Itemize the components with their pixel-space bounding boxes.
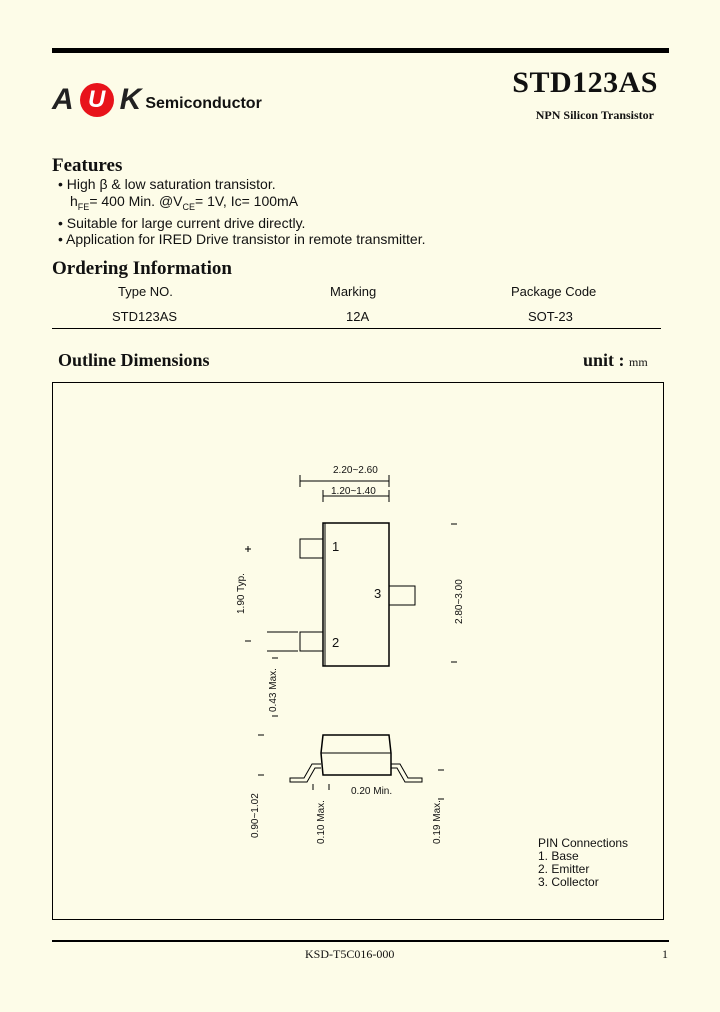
lead-side-left — [289, 763, 321, 783]
dim-width-body: 1.20~1.40 — [331, 486, 376, 497]
dim-height-total: 2.80~3.00 — [454, 579, 465, 624]
dim-thickness: 0.90~1.02 — [250, 793, 261, 838]
pin-base: 1. Base — [538, 849, 579, 863]
ordering-rule — [52, 328, 661, 329]
cell-package: SOT-23 — [528, 309, 573, 324]
page-number: 1 — [662, 947, 668, 961]
lead-side-right — [391, 763, 423, 783]
col-header-type: Type NO. — [118, 284, 173, 299]
document-number: KSD-T5C016-000 — [305, 947, 395, 961]
feature-hfe-line: hFE= 400 Min. @VCE= 1V, Ic= 100mA — [70, 192, 299, 212]
logo-letter-k: K — [119, 83, 142, 116]
pin-number-1: 1 — [332, 539, 339, 554]
logo-letter-a: A — [52, 83, 74, 116]
feature-item: • Application for IRED Drive transistor … — [58, 231, 426, 248]
dim-standoff: 0.10 Max. — [316, 800, 327, 844]
col-header-package: Package Code — [511, 284, 597, 299]
unit-label: unit : mm — [583, 350, 648, 370]
logo-letter-u: U — [79, 83, 114, 117]
cell-marking: 12A — [346, 309, 370, 324]
dim-lead-thk: 0.19 Max. — [432, 800, 443, 844]
bottom-rule — [52, 940, 669, 942]
feature-item: • High β & low saturation transistor. — [58, 176, 276, 192]
dim-lead-len: 0.20 Min. — [351, 786, 392, 797]
dim-lead-width: 0.43 Max. — [268, 668, 279, 712]
lead-1 — [299, 538, 324, 559]
part-subtitle: NPN Silicon Transistor — [535, 108, 654, 122]
part-number: STD123AS — [512, 66, 658, 99]
pin-number-2: 2 — [332, 635, 339, 650]
package-body-side — [320, 734, 392, 776]
features-list: • High β & low saturation transistor. hF… — [58, 176, 425, 248]
dim-width-total: 2.20~2.60 — [333, 465, 378, 476]
features-title: Features — [52, 155, 123, 176]
lead-3 — [388, 585, 416, 606]
outline-title: Outline Dimensions — [58, 350, 210, 370]
auk-logo: A U K Semiconductor — [52, 80, 262, 120]
company-name: Semiconductor — [145, 95, 262, 112]
pin-collector: 3. Collector — [538, 875, 599, 889]
cell-type: STD123AS — [112, 309, 178, 324]
lead-2 — [299, 631, 324, 652]
pin-number-3: 3 — [374, 586, 381, 601]
ordering-title: Ordering Information — [52, 258, 232, 279]
dim-pitch: 1.90 Typ. — [236, 573, 247, 614]
outline-frame — [52, 382, 664, 920]
top-rule — [52, 48, 669, 53]
pin-emitter: 2. Emitter — [538, 862, 589, 876]
col-header-marking: Marking — [330, 284, 377, 299]
pin-connections-title: PIN Connections — [538, 836, 628, 850]
feature-item: • Suitable for large current drive direc… — [58, 214, 306, 231]
